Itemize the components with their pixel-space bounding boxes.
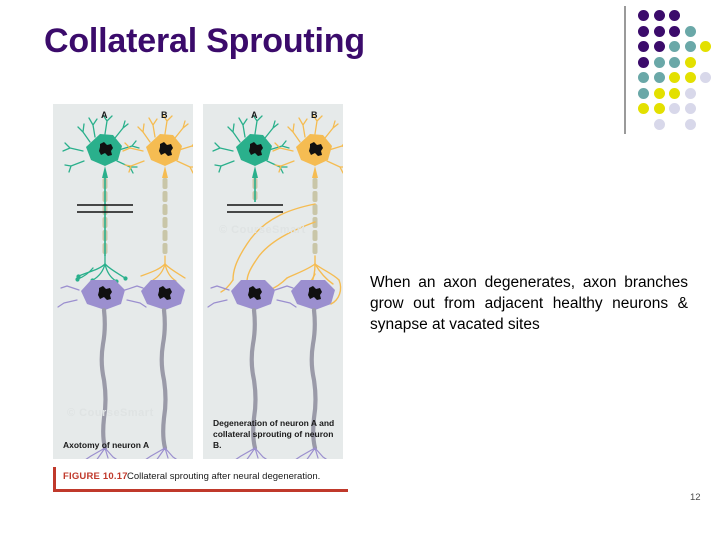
decorative-dot xyxy=(653,72,665,83)
decorative-dot xyxy=(669,56,680,68)
decorative-dot xyxy=(638,56,649,68)
decorative-dot xyxy=(638,103,649,114)
decorative-dot xyxy=(684,103,696,114)
decorative-dot xyxy=(653,103,665,114)
decorative-dot xyxy=(684,56,696,68)
decorative-dot xyxy=(669,41,680,52)
decorative-dot xyxy=(638,10,649,21)
decorative-dot xyxy=(684,72,696,83)
figure-panel-axotomy: A B © CourseSmart Axotomy of neuron A xyxy=(53,104,193,459)
decorative-dot xyxy=(700,72,711,83)
panel-right-illustration xyxy=(207,114,343,459)
figure-caption-text: Collateral sprouting after neural degene… xyxy=(127,471,321,482)
decorative-dot xyxy=(638,25,649,37)
decorative-vertical-rule xyxy=(624,6,626,134)
panel-left-illustration xyxy=(57,114,193,459)
caption-accent-tick xyxy=(53,467,56,489)
body-paragraph: When an axon degenerates, axon branches … xyxy=(370,274,688,333)
figure-collateral-sprouting: A B © CourseSmart Axotomy of neuron A xyxy=(53,104,348,494)
panel-right-caption: Degeneration of neuron A and collateral … xyxy=(213,418,335,450)
decorative-dot xyxy=(669,103,680,114)
panel-right-label-a: A xyxy=(251,110,258,120)
caption-accent-rule xyxy=(53,489,348,492)
decorative-dot xyxy=(684,118,696,130)
decorative-dot xyxy=(684,25,696,37)
decorative-dot xyxy=(669,25,680,37)
decorative-dot xyxy=(638,72,649,83)
decorative-dot-grid xyxy=(624,4,716,136)
decorative-dot xyxy=(653,87,665,99)
decorative-dot xyxy=(669,72,680,83)
panel-left-caption: Axotomy of neuron A xyxy=(63,440,150,450)
decorative-dot xyxy=(653,56,665,68)
panel-left-label-b: B xyxy=(161,110,168,120)
decorative-dot xyxy=(684,41,696,52)
figure-caption-bar: FIGURE 10.17 Collateral sprouting after … xyxy=(53,467,348,494)
decorative-dot xyxy=(653,10,665,21)
decorative-dot xyxy=(700,41,711,52)
decorative-dot xyxy=(638,41,649,52)
decorative-dot xyxy=(669,10,680,21)
panel-left-label-a: A xyxy=(101,110,108,120)
decorative-dot xyxy=(653,41,665,52)
decorative-dot xyxy=(638,87,649,99)
figure-panel-sprouting: A B © CourseSmart Degeneration of neuron… xyxy=(203,104,343,459)
decorative-dot xyxy=(653,25,665,37)
figure-number: FIGURE 10.17 xyxy=(63,471,128,482)
decorative-dot xyxy=(669,87,680,99)
panel-right-label-b: B xyxy=(311,110,318,120)
page-number: 12 xyxy=(690,492,701,503)
decorative-dot xyxy=(684,87,696,99)
decorative-dot xyxy=(653,118,665,130)
page-title: Collateral Sprouting xyxy=(44,22,365,60)
